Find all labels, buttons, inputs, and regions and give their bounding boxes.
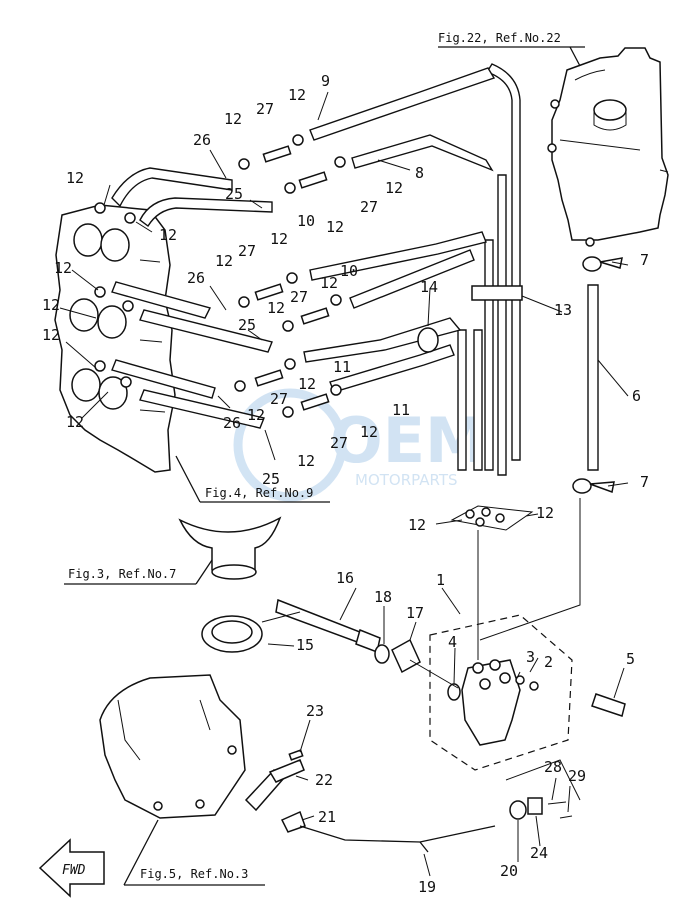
callout-12: 12	[270, 230, 288, 248]
callout-26: 26	[193, 131, 211, 149]
callout-11: 11	[392, 401, 410, 419]
callout-27: 27	[238, 242, 256, 260]
adjust-screw	[591, 693, 626, 717]
callout-26: 26	[187, 269, 205, 287]
callout-12: 12	[267, 299, 285, 317]
callout-9: 9	[321, 72, 330, 90]
callout-14: 14	[420, 278, 438, 296]
hose-holder	[471, 285, 523, 301]
callout-25: 25	[262, 470, 280, 488]
callout-17: 17	[406, 604, 424, 622]
gear	[391, 638, 421, 674]
callout-12: 12	[298, 375, 316, 393]
callout-1: 1	[436, 571, 445, 589]
callout-8: 8	[415, 164, 424, 182]
callout-12: 12	[215, 252, 233, 270]
callout-12: 12	[326, 218, 344, 236]
fwd-arrow-icon: FWD	[38, 838, 105, 898]
callout-leaders	[59, 91, 629, 877]
callout-12: 12	[42, 296, 60, 314]
callout-20: 20	[500, 862, 518, 880]
callout-12: 12	[247, 406, 265, 424]
washer	[374, 644, 390, 664]
callout-28: 28	[544, 758, 562, 776]
callout-5: 5	[626, 650, 635, 668]
callout-12: 12	[42, 326, 60, 344]
clamp-kit	[450, 505, 534, 531]
watermark-subtext: MOTORPARTS	[355, 471, 458, 489]
ref-fig4: Fig.4, Ref.No.9	[205, 486, 313, 500]
callout-15: 15	[296, 636, 314, 654]
callout-12: 12	[288, 86, 306, 104]
callout-12: 12	[159, 226, 177, 244]
callout-labels: 9 12 27 12 26 8 12 25 27 12 12 10 12 27 …	[42, 72, 649, 896]
hose-joint	[417, 327, 439, 353]
callout-23: 23	[306, 702, 324, 720]
callout-7: 7	[640, 473, 649, 491]
oil-pump	[447, 659, 539, 746]
intake-silencer	[178, 516, 282, 580]
callout-12: 12	[297, 452, 315, 470]
callout-24: 24	[530, 844, 548, 862]
callout-12: 12	[66, 413, 84, 431]
ref-fig5: Fig.5, Ref.No.3	[140, 867, 248, 881]
callout-19: 19	[418, 878, 436, 896]
callout-27: 27	[256, 100, 274, 118]
callout-10: 10	[297, 212, 315, 230]
ref-fig3: Fig.3, Ref.No.7	[68, 567, 176, 581]
callout-27: 27	[270, 390, 288, 408]
callout-27: 27	[330, 434, 348, 452]
callout-12: 12	[360, 423, 378, 441]
callout-12: 12	[408, 516, 426, 534]
cylinder-block	[54, 204, 176, 473]
callout-3: 3	[526, 648, 535, 666]
hose-group	[111, 63, 599, 476]
callout-25: 25	[238, 316, 256, 334]
callout-29: 29	[568, 767, 586, 785]
lower-case	[99, 674, 246, 819]
callout-12: 12	[66, 169, 84, 187]
callout-10: 10	[340, 262, 358, 280]
callout-27: 27	[290, 288, 308, 306]
callout-21: 21	[318, 808, 336, 826]
pump-assembly-outline	[429, 614, 573, 771]
callout-13: 13	[554, 301, 572, 319]
callout-11: 11	[333, 358, 351, 376]
callout-12: 12	[385, 179, 403, 197]
ref-fig22: Fig.22, Ref.No.22	[438, 31, 561, 45]
clamp-set	[94, 134, 346, 418]
callout-26: 26	[223, 414, 241, 432]
fwd-label: FWD	[62, 863, 86, 878]
callout-12: 12	[536, 504, 554, 522]
pump-drive-shaft	[275, 598, 381, 654]
callout-22: 22	[315, 771, 333, 789]
oil-seal	[201, 615, 263, 653]
callout-27: 27	[360, 198, 378, 216]
callout-12: 12	[54, 259, 72, 277]
callout-4: 4	[448, 633, 457, 651]
reservoir-tank	[547, 47, 669, 247]
callout-18: 18	[374, 588, 392, 606]
callout-25: 25	[225, 185, 243, 203]
hose-fittings	[572, 256, 623, 494]
callout-12: 12	[320, 274, 338, 292]
callout-12: 12	[224, 110, 242, 128]
callout-7: 7	[640, 251, 649, 269]
callout-16: 16	[336, 569, 354, 587]
callout-2: 2	[544, 653, 553, 671]
control-linkage	[244, 749, 573, 853]
callout-6: 6	[632, 387, 641, 405]
